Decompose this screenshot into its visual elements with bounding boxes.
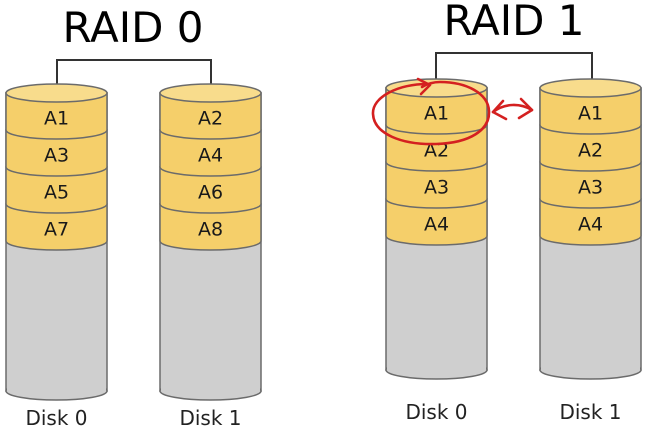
data-block: A3 — [539, 161, 642, 209]
data-block-label: A2 — [578, 140, 603, 162]
raid1-disk1-label: Disk 1 — [559, 400, 621, 424]
data-block-body — [159, 129, 262, 177]
data-block-label: A4 — [198, 145, 223, 167]
mirror-arrow-right-head — [517, 97, 534, 120]
data-block-body — [385, 124, 488, 172]
data-block-label: A7 — [44, 219, 69, 241]
raid0-title: RAID 0 — [62, 3, 203, 52]
data-block-label: A4 — [578, 214, 603, 236]
data-block-label: A1 — [44, 108, 69, 130]
disk-top — [539, 78, 642, 98]
raid0-disk0: A7 A5 A3 A1 — [5, 83, 108, 401]
raid0-disk0-label: Disk 0 — [25, 406, 87, 430]
data-block: A4 — [539, 198, 642, 246]
data-block: A5 — [5, 166, 108, 214]
data-block: A2 — [159, 92, 262, 140]
raid0-disk1: A8 A6 A4 A2 — [159, 83, 262, 401]
data-block-body — [5, 129, 108, 177]
data-block-body — [539, 87, 642, 135]
data-block: A4 — [385, 198, 488, 246]
data-block-label: A3 — [578, 177, 603, 199]
data-block-label: A3 — [44, 145, 69, 167]
data-block: A1 — [539, 87, 642, 135]
data-block: A8 — [159, 203, 262, 251]
data-block-body — [539, 124, 642, 172]
raid1-disk1: A4 A3 A2 A1 — [539, 78, 642, 380]
data-block-body — [159, 92, 262, 140]
data-block-body — [5, 92, 108, 140]
data-block-label: A2 — [198, 108, 223, 130]
block-stack: A4 A3 A2 A1 — [539, 87, 642, 246]
data-block: A1 — [5, 92, 108, 140]
data-block: A3 — [385, 161, 488, 209]
block-stack: A7 A5 A3 A1 — [5, 92, 108, 251]
disk-top — [159, 83, 262, 103]
data-block-label: A4 — [424, 214, 449, 236]
data-block-label: A1 — [424, 103, 449, 125]
data-block-label: A6 — [198, 182, 223, 204]
annotation-circle — [371, 80, 491, 146]
mirror-annotation — [371, 77, 534, 146]
data-block-label: A1 — [578, 103, 603, 125]
data-block: A7 — [5, 203, 108, 251]
data-block: A3 — [5, 129, 108, 177]
data-block: A2 — [539, 124, 642, 172]
raid1-disk0-label: Disk 0 — [405, 400, 467, 424]
raid0-connector — [56, 59, 212, 84]
data-block-label: A5 — [44, 182, 69, 204]
data-block-label: A8 — [198, 219, 223, 241]
data-block-body — [385, 161, 488, 209]
annotation-circle-arrowhead — [416, 77, 432, 96]
data-block: A6 — [159, 166, 262, 214]
raid1-title: RAID 1 — [443, 0, 584, 45]
data-block-body — [5, 166, 108, 214]
data-block: A4 — [159, 129, 262, 177]
data-block-body — [159, 203, 262, 251]
data-block-label: A3 — [424, 177, 449, 199]
data-block-body — [385, 198, 488, 246]
data-block-body — [539, 161, 642, 209]
raid0-disk1-label: Disk 1 — [179, 406, 241, 430]
data-block-body — [5, 203, 108, 251]
block-stack: A8 A6 A4 A2 — [159, 92, 262, 251]
mirror-arrow-left-head — [491, 99, 508, 121]
raid1-connector — [435, 52, 593, 79]
data-block-body — [159, 166, 262, 214]
disk-top — [5, 83, 108, 103]
data-block-body — [539, 198, 642, 246]
